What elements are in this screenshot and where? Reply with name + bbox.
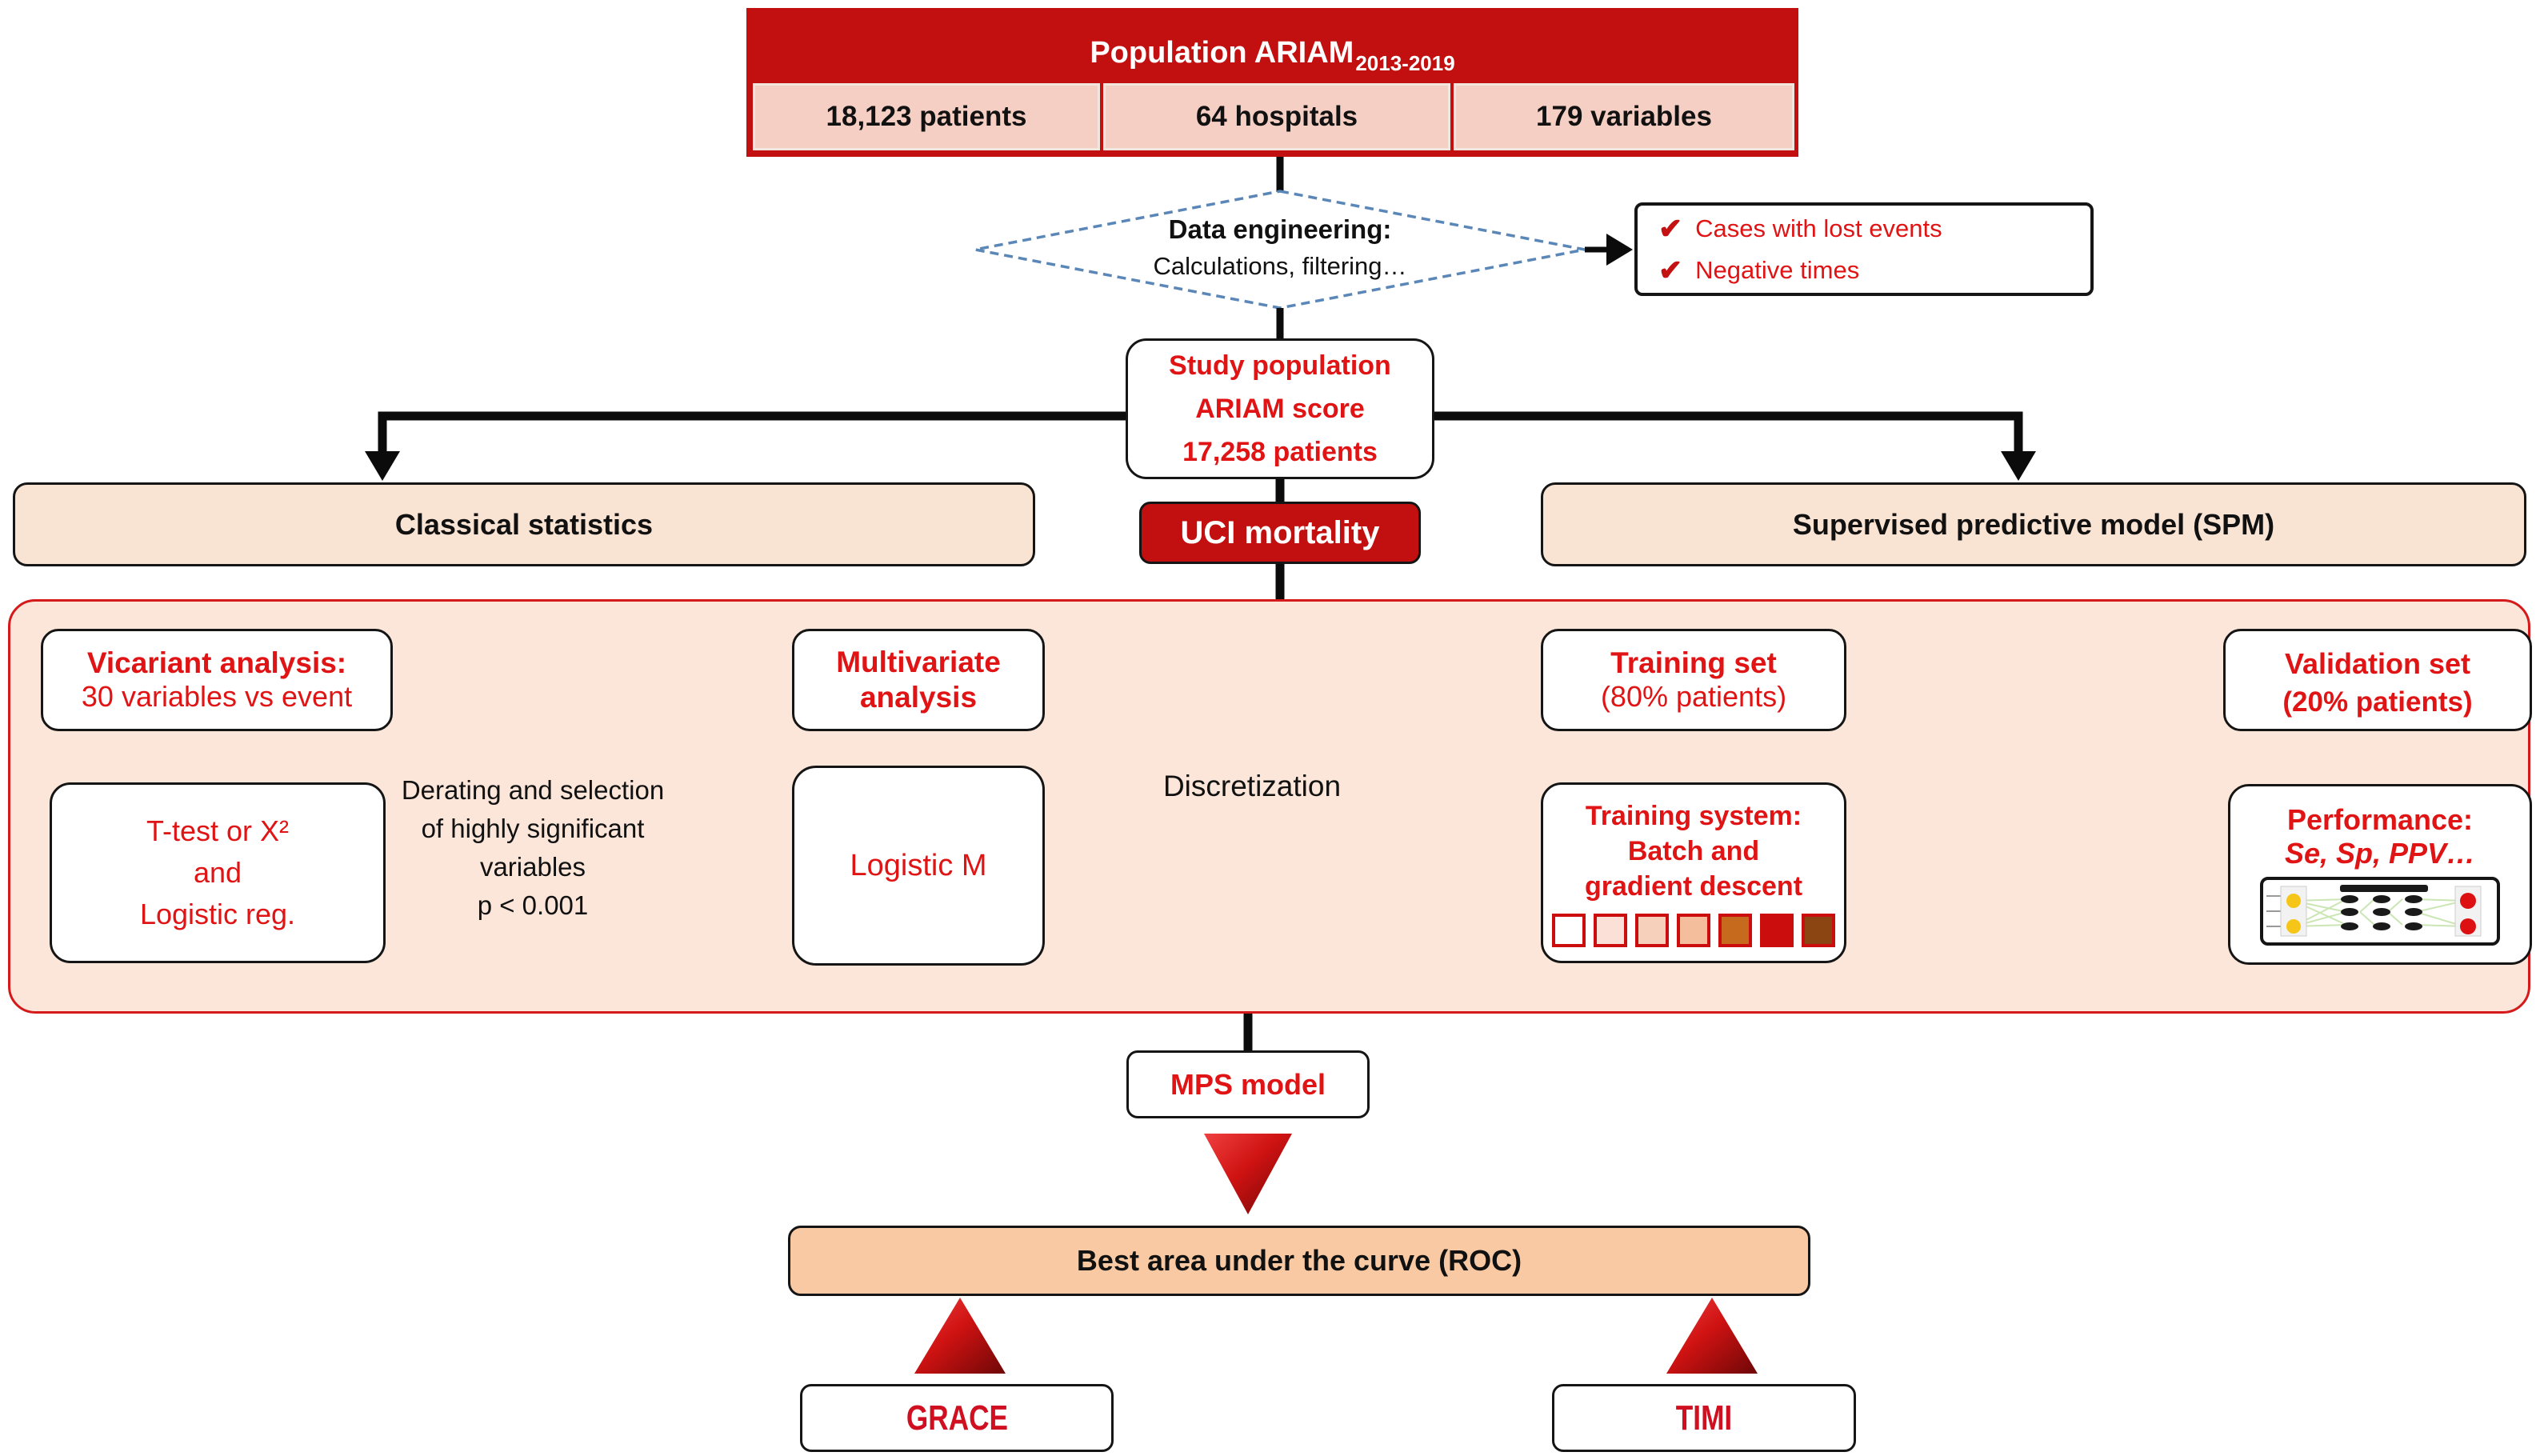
exclusion-label: Negative times (1695, 255, 1860, 284)
vicariant-subtitle: 30 variables vs event (81, 680, 353, 713)
vicariant-title: Vicariant analysis: (86, 646, 347, 679)
multivariate-title: Multivariate analysis (836, 646, 1001, 714)
validation-set-box: Validation set (20% patients) (2223, 629, 2532, 731)
data-engineering-title: Data engineering: (1168, 214, 1392, 244)
data-engineering-subtitle: Calculations, filtering… (1153, 252, 1407, 280)
neural-network-image (2260, 877, 2500, 946)
up-triangle-timi (1666, 1298, 1758, 1374)
training-set-title: Training set (1610, 646, 1777, 679)
training-system-line: gradient descent (1584, 871, 1803, 902)
training-system-line: Training system: (1585, 801, 1802, 831)
gradient-square (1802, 914, 1835, 947)
branch-left-line (378, 411, 1126, 454)
stat-hospitals: 64 hospitals (1103, 83, 1450, 150)
gradient-square (1760, 914, 1794, 947)
derating-line: variables (479, 852, 586, 882)
population-title-years: 2013-2019 (1355, 50, 1455, 75)
roc-bar: Best area under the curve (ROC) (788, 1226, 1810, 1296)
logistic-m-box: Logistic M (792, 766, 1045, 966)
uci-mortality-box: UCI mortality (1139, 502, 1421, 564)
arrowhead-exclusions (1606, 234, 1633, 266)
training-set-box: Training set (80% patients) (1541, 629, 1846, 731)
data-engineering-label: Data engineering: Calculations, filterin… (1080, 211, 1480, 285)
timi-box: TIMI (1552, 1384, 1856, 1452)
mps-model-label: MPS model (1170, 1067, 1326, 1101)
study-population-line: 17,258 patients (1182, 437, 1378, 467)
ttest-line: Logistic reg. (139, 898, 296, 930)
check-icon: ✔ (1658, 211, 1683, 245)
gradient-squares (1552, 914, 1835, 947)
exclusion-item: ✔ Negative times (1658, 254, 2090, 287)
performance-title: Performance: (2286, 803, 2474, 836)
vicariant-analysis-box: Vicariant analysis: 30 variables vs even… (41, 629, 393, 731)
ttest-line: T-test or X² (146, 814, 290, 847)
derating-line: of highly significant (421, 814, 645, 843)
gradient-square (1635, 914, 1669, 947)
population-title-text: Population ARIAM (1090, 35, 1354, 70)
spm-bar: Supervised predictive model (SPM) (1541, 482, 2526, 566)
exclusions-box: ✔ Cases with lost events ✔ Negative time… (1634, 202, 2094, 296)
training-system-line: Batch and (1627, 836, 1760, 866)
training-set-subtitle: (80% patients) (1600, 680, 1787, 713)
stat-variables: 179 variables (1454, 83, 1794, 150)
gradient-square (1594, 914, 1627, 947)
arrowhead-right-branch (2001, 451, 2036, 481)
gradient-square (1718, 914, 1752, 947)
training-system-box: Training system: Batch and gradient desc… (1541, 782, 1846, 963)
grace-label: GRACE (906, 1398, 1008, 1438)
study-population-box: Study population ARIAM score 17,258 pati… (1126, 338, 1434, 479)
performance-box: Performance: Se, Sp, PPV… (2228, 784, 2532, 965)
exclusion-label: Cases with lost events (1695, 214, 1942, 242)
ttest-box: T-test or X² and Logistic reg. (50, 782, 386, 963)
timi-label: TIMI (1675, 1398, 1733, 1438)
multivariate-analysis-box: Multivariate analysis (792, 629, 1045, 731)
derating-line: Derating and selection (401, 775, 665, 805)
up-triangle-grace (914, 1298, 1006, 1374)
performance-metrics: Se, Sp, PPV… (2284, 837, 2476, 870)
check-icon: ✔ (1658, 253, 1683, 286)
validation-set-subtitle: (20% patients) (2282, 686, 2473, 718)
discretization-label: Discretization (1162, 770, 1342, 802)
grace-box: GRACE (800, 1384, 1114, 1452)
arrowhead-left-branch (365, 451, 400, 481)
exclusion-item: ✔ Cases with lost events (1658, 212, 2090, 246)
study-population-line: Study population (1169, 350, 1391, 381)
branch-right-line (1434, 411, 2023, 454)
derating-line: p < 0.001 (477, 890, 589, 920)
logistic-m-label: Logistic M (850, 848, 987, 882)
validation-set-title: Validation set (2284, 647, 2471, 680)
derating-note: Derating and selection of highly signifi… (376, 771, 690, 925)
ttest-line: and (193, 856, 242, 889)
down-triangle-mps (1204, 1134, 1292, 1214)
gradient-square (1677, 914, 1710, 947)
study-population-line: ARIAM score (1195, 394, 1365, 424)
classical-statistics-bar: Classical statistics (13, 482, 1035, 566)
stat-patients: 18,123 patients (753, 83, 1100, 150)
mps-model-box: MPS model (1126, 1050, 1370, 1118)
gradient-square (1552, 914, 1586, 947)
